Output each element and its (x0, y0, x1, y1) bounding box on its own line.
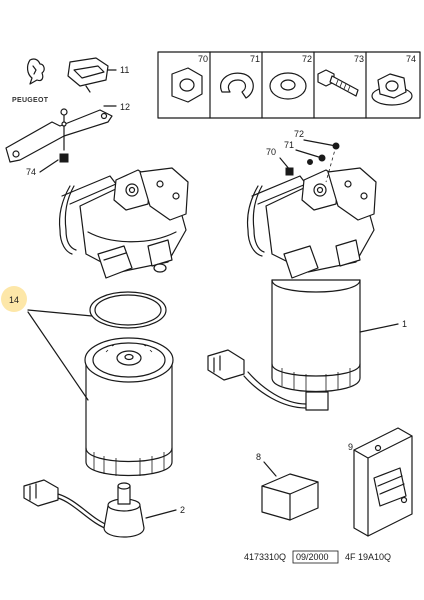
footer-code: 4F 19A10Q (345, 552, 391, 562)
callout-2: 2 (180, 505, 185, 515)
filter-head-left (58, 167, 189, 279)
table-header-73: 73 (354, 54, 364, 64)
footer-date: 09/2000 (296, 552, 329, 562)
callout-74-left: 74 (26, 167, 36, 177)
hardware-table: 70 71 72 73 74 (157, 51, 421, 119)
reference-footer: 4173310Q 09/2000 4F 19A10Q (244, 550, 391, 564)
callout-70: 70 (266, 147, 276, 157)
spring-washer-icon (220, 72, 254, 99)
table-header-72: 72 (302, 54, 312, 64)
peugeot-logo: PEUGEOT (12, 58, 49, 104)
callout-9: 9 (348, 442, 353, 452)
callout-1: 1 (402, 319, 407, 329)
relay-part: 8 (256, 452, 319, 521)
flat-washer-icon (269, 72, 307, 100)
table-header-71: 71 (250, 54, 260, 64)
callout-71: 71 (284, 140, 294, 150)
flange-nut-icon (371, 73, 413, 106)
mounting-bracket-part: 12 74 (5, 102, 130, 177)
footer-ref-number: 4173310Q (244, 552, 286, 562)
filter-cartridge-part (84, 337, 174, 477)
hex-nut-icon (171, 67, 203, 103)
callout-14-highlight (1, 286, 27, 312)
pressure-sensor-part: 11 (67, 57, 129, 93)
table-header-74: 74 (406, 54, 416, 64)
lion-logo-icon (26, 58, 45, 85)
hex-bolt-icon (317, 69, 359, 97)
callout-72: 72 (294, 129, 304, 139)
callout-11: 11 (120, 65, 129, 75)
callout-14: 14 (9, 295, 19, 305)
filter-assembly-right: 1 (207, 167, 407, 411)
callout-8: 8 (256, 452, 261, 462)
relay-bracket-part: 9 (348, 427, 413, 537)
seal-ring-part (89, 291, 167, 329)
water-sensor-part: 2 (23, 479, 185, 538)
fastener-markers: 72 71 70 (266, 129, 340, 183)
brand-name: PEUGEOT (12, 97, 49, 104)
callout-14-group: 14 (1, 286, 93, 401)
table-header-70: 70 (198, 54, 208, 64)
callout-12: 12 (120, 102, 130, 112)
